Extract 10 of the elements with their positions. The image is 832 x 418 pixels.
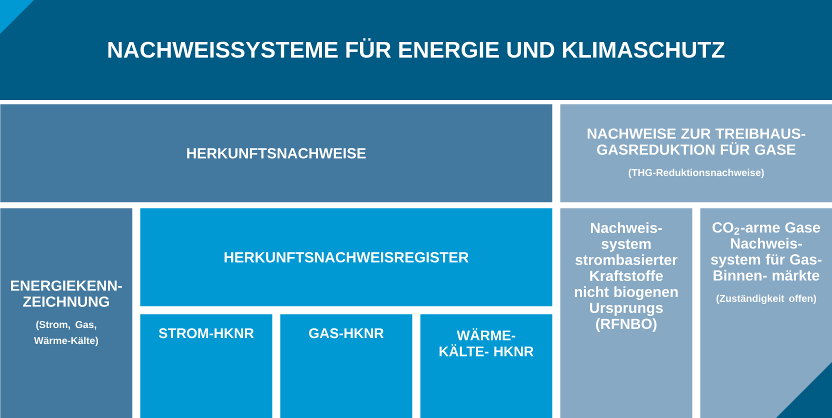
title: NACHWEISSYSTEME FÜR ENERGIE UND KLIMASCHUTZ [108, 38, 724, 58]
register-box: GAS-HKNR [280, 314, 412, 418]
register-box: STROM-HKNR [140, 314, 272, 418]
category-box: HERKUNFTSNACHWEISE [0, 104, 552, 202]
system-box: Nachweis- system strombasierter Kraftstoffe nicht biogenen Ursprungs (RFNBO) [560, 208, 692, 418]
category-box: NACHWEISE ZUR TREIBHAUS- GASREDUKTION FÜR GASE (THG-Reduktionsnachweise) [560, 104, 832, 202]
category-box: ENERGIEKENN- ZEICHNUNG (Strom, Gas, Wärme-Kälte) [0, 208, 132, 418]
register-box: HERKUNFTSNACHWEISREGISTER [140, 208, 552, 306]
system-box: CO$_{2}$-arme Gase Nachweis- system für Gas-Binnen- märkte (Zuständigkeit offen) [700, 208, 832, 418]
register-box: WÄRME-KÄLTE- HKNR [420, 314, 552, 418]
